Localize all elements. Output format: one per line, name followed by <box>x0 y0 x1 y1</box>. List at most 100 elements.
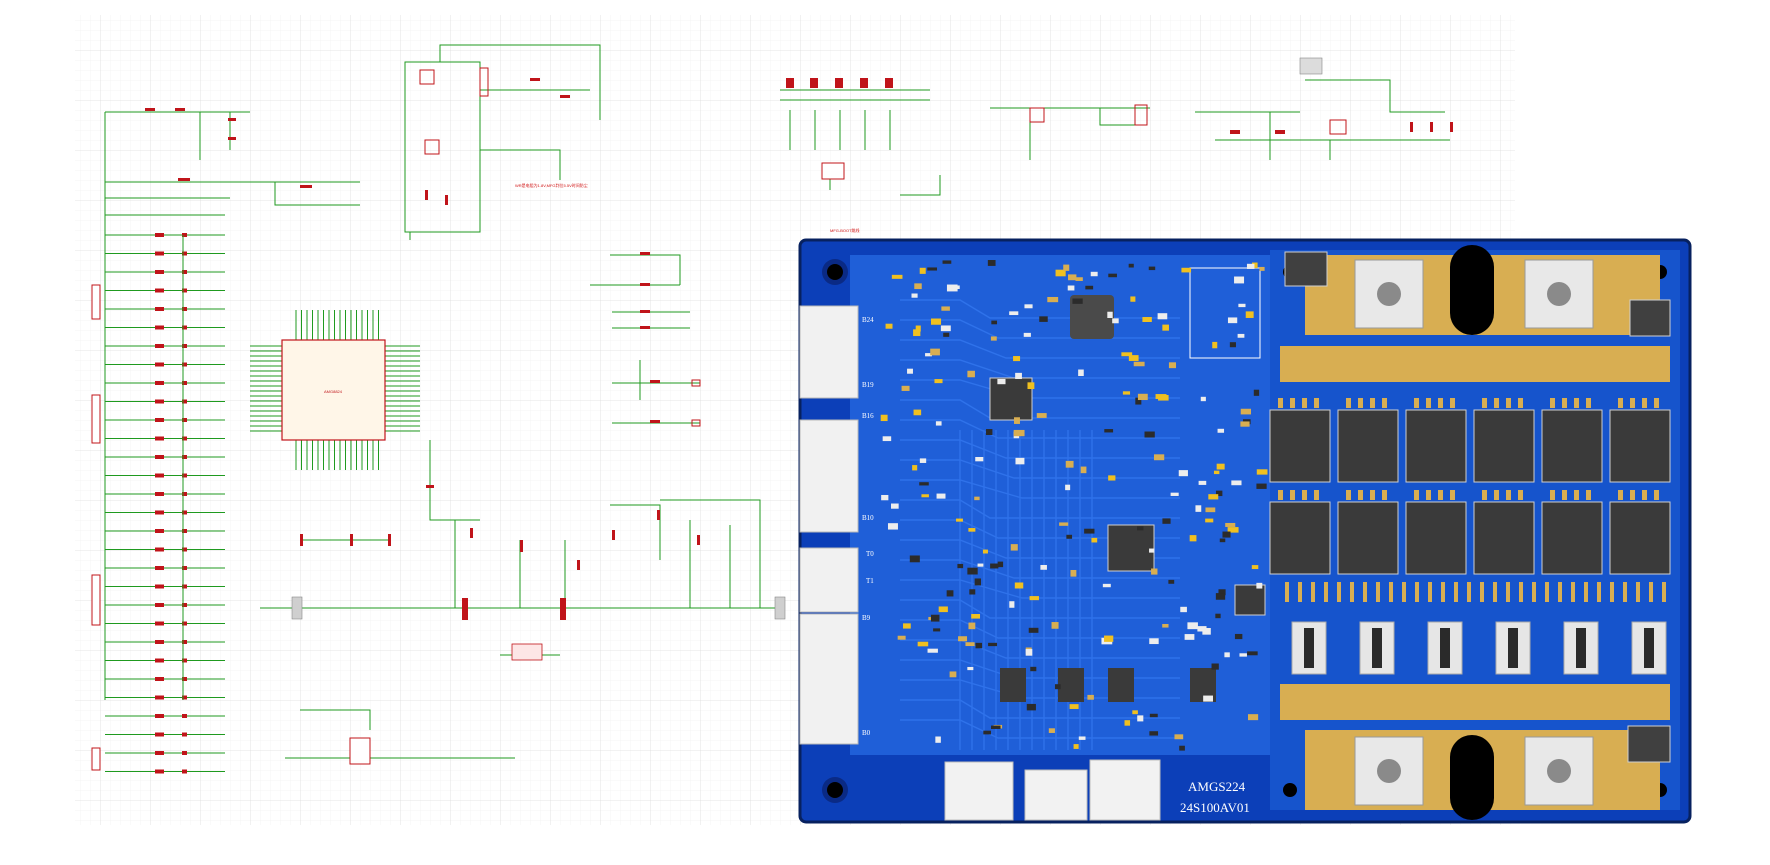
pcb-mosfet-lead <box>1450 398 1455 408</box>
ladder-capacitor <box>182 381 187 385</box>
pcb-lead <box>1389 582 1393 602</box>
pcb-mosfet-lead <box>1346 398 1351 408</box>
schematic-connector-ladder <box>104 230 225 774</box>
pcb-smd-part <box>1246 263 1255 269</box>
pcb-mosfet <box>1405 409 1467 483</box>
schematic-amp-parts <box>291 485 786 765</box>
pcb-mosfet-lead <box>1438 398 1443 408</box>
pcb-smd-part <box>1122 391 1131 395</box>
pcb-trace <box>900 659 1180 679</box>
pcb-label-b16: B16 <box>862 412 874 420</box>
pcb-mosfet-lead <box>1630 490 1635 500</box>
pcb-connector-labels: B24 B19 B16 B10 T0 T1 B9 B0 <box>862 316 874 737</box>
pcb-smd-part <box>909 555 920 563</box>
pcb-smd-part <box>1198 480 1207 485</box>
pcb-smd-part <box>1224 652 1230 658</box>
pcb-mosfet-lead <box>1314 398 1319 408</box>
ladder-capacitor <box>182 362 187 367</box>
pcb-mosfet <box>1337 409 1399 483</box>
pcb-lead <box>1584 582 1588 602</box>
ladder-capacitor <box>182 455 187 459</box>
pcb-label-b10: B10 <box>862 514 874 522</box>
pcb-mosfet-lead <box>1278 490 1283 500</box>
pcb-smd-part <box>1178 470 1188 477</box>
pcb-trace <box>900 359 1180 379</box>
pcb-smd-part <box>1009 601 1015 608</box>
ladder-resistor <box>155 621 164 626</box>
ladder-resistor <box>155 677 164 681</box>
pcb-lead <box>1519 582 1523 602</box>
pcb-smd-part <box>1072 298 1083 304</box>
pcb-smd-part <box>930 348 940 356</box>
pcb-lead <box>1363 582 1367 602</box>
pcb-smd-part <box>1256 483 1267 489</box>
pcb-smd-part <box>1078 369 1084 377</box>
pcb-mosfet-lead <box>1630 398 1635 408</box>
ladder-resistor <box>155 455 164 459</box>
ladder-capacitor <box>182 325 187 330</box>
ladder-capacitor <box>182 510 187 515</box>
pcb-mosfet-lead <box>1550 490 1555 500</box>
pcb-smd-part <box>1149 713 1158 718</box>
pcb-lead <box>1428 582 1432 602</box>
pcb-smd-part <box>1070 569 1077 577</box>
pcb-mosfet-lead <box>1370 398 1375 408</box>
ladder-capacitor <box>182 307 187 311</box>
pcb-smd-part <box>956 518 963 522</box>
pcb-smd-part <box>965 642 975 647</box>
pcb-mosfet-lead <box>1654 398 1659 408</box>
pcb-smd-part <box>925 353 932 357</box>
ladder-resistor <box>155 233 164 237</box>
pcb-lead <box>1298 582 1302 602</box>
pcb-smd-part <box>1128 355 1139 361</box>
pcb-smd-part <box>1234 276 1245 284</box>
pcb-smd-part <box>946 590 954 597</box>
pcb-smd-part <box>1132 710 1138 715</box>
pcb-smd-part <box>911 293 918 298</box>
pcb-smd-part <box>921 494 929 498</box>
pcb-smd-part <box>1179 745 1185 751</box>
pcb-smd-part <box>943 332 950 337</box>
pcb-smd-part <box>1107 311 1113 319</box>
pcb-mosfet-lead <box>1518 398 1523 408</box>
pcb-trace <box>900 579 1180 599</box>
pcb-mosfet-lead <box>1370 490 1375 500</box>
pcb-mosfet-lead <box>1494 490 1499 500</box>
pcb-smd-part <box>1067 285 1075 291</box>
pcb-smd-part <box>1215 613 1221 619</box>
pcb-smd-part <box>1202 628 1211 635</box>
pcb-smd-part <box>1149 731 1159 736</box>
pcb-smd-part <box>1063 264 1070 271</box>
pcb-smd-part <box>907 368 913 374</box>
pcb-smd-part <box>986 429 993 435</box>
pcb-smd-part <box>1078 736 1086 740</box>
ladder-capacitor <box>182 233 187 237</box>
pcb-lead <box>1662 582 1666 602</box>
pcb-smd-part <box>1189 535 1197 542</box>
pcb-smd-part <box>1051 622 1059 629</box>
ladder-resistor <box>155 399 164 404</box>
pcb-shunt-body <box>1644 628 1654 668</box>
pcb-trace <box>900 719 1180 739</box>
pcb-smd-part <box>1162 518 1171 524</box>
pcb-smd-part <box>977 563 984 567</box>
pcb-render[interactable]: B24 B19 B16 B10 T0 T1 B9 B0 <box>798 238 1692 824</box>
pcb-lead <box>1311 582 1315 602</box>
pcb-smd-part <box>975 642 983 649</box>
pcb-smd-part <box>1091 537 1098 543</box>
pcb-trace <box>900 339 1180 359</box>
pcb-smd-part <box>919 482 929 486</box>
ladder-capacitor <box>182 603 187 607</box>
pcb-smd-part <box>1080 466 1087 474</box>
pcb-part-number: 24S100AV01 <box>1180 800 1250 815</box>
pcb-smd-part <box>887 523 898 530</box>
ladder-resistor <box>155 695 164 700</box>
pcb-smd-part <box>891 274 903 279</box>
pcb-mosfet-lead <box>1450 490 1455 500</box>
pcb-mosfet-lead <box>1290 398 1295 408</box>
pcb-mosfet-lead <box>1290 490 1295 500</box>
pcb-smd-part <box>1219 538 1226 543</box>
pcb-smd-part <box>1023 332 1031 337</box>
pcb-mosfet-lead <box>1574 490 1579 500</box>
